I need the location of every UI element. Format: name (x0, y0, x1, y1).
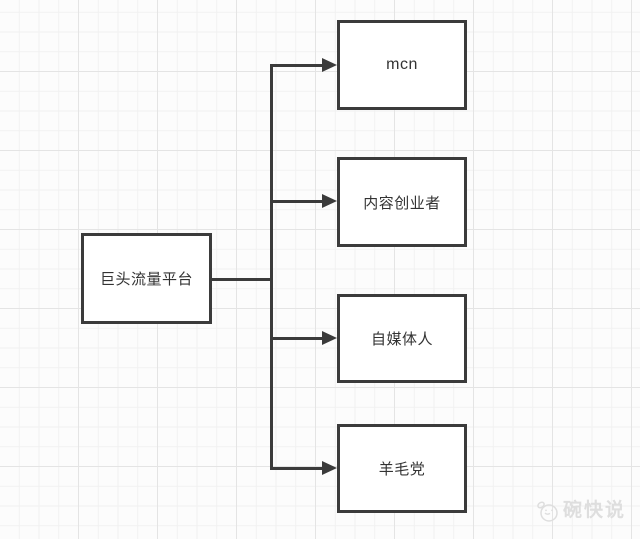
mascot-face-icon (536, 498, 563, 524)
arrowhead-icon (322, 461, 337, 475)
arrowhead-icon (322, 331, 337, 345)
node-label: 羊毛党 (378, 461, 426, 478)
arrowhead-icon (322, 194, 337, 208)
node-label: 自媒体人 (370, 331, 433, 348)
node-wool-party: 羊毛党 (337, 424, 467, 513)
connector-root-stem (212, 278, 271, 281)
watermark: 碗快说 (536, 498, 626, 524)
connector-branch-wool (270, 467, 323, 470)
node-label: 内容创业者 (363, 194, 441, 212)
watermark-text: 碗快说 (563, 500, 627, 521)
connector-trunk (270, 64, 273, 470)
connector-branch-content (270, 200, 323, 203)
arrowhead-icon (322, 58, 337, 72)
node-content-entrepreneur: 内容创业者 (337, 157, 467, 247)
node-mcn: mcn (337, 20, 467, 110)
node-self-media: 自媒体人 (337, 294, 467, 383)
node-label: 巨头流量平台 (99, 271, 193, 288)
connector-branch-mcn (270, 64, 323, 67)
node-traffic-platform: 巨头流量平台 (81, 233, 212, 324)
node-label: mcn (386, 56, 418, 73)
connector-branch-selfmedia (270, 337, 323, 340)
